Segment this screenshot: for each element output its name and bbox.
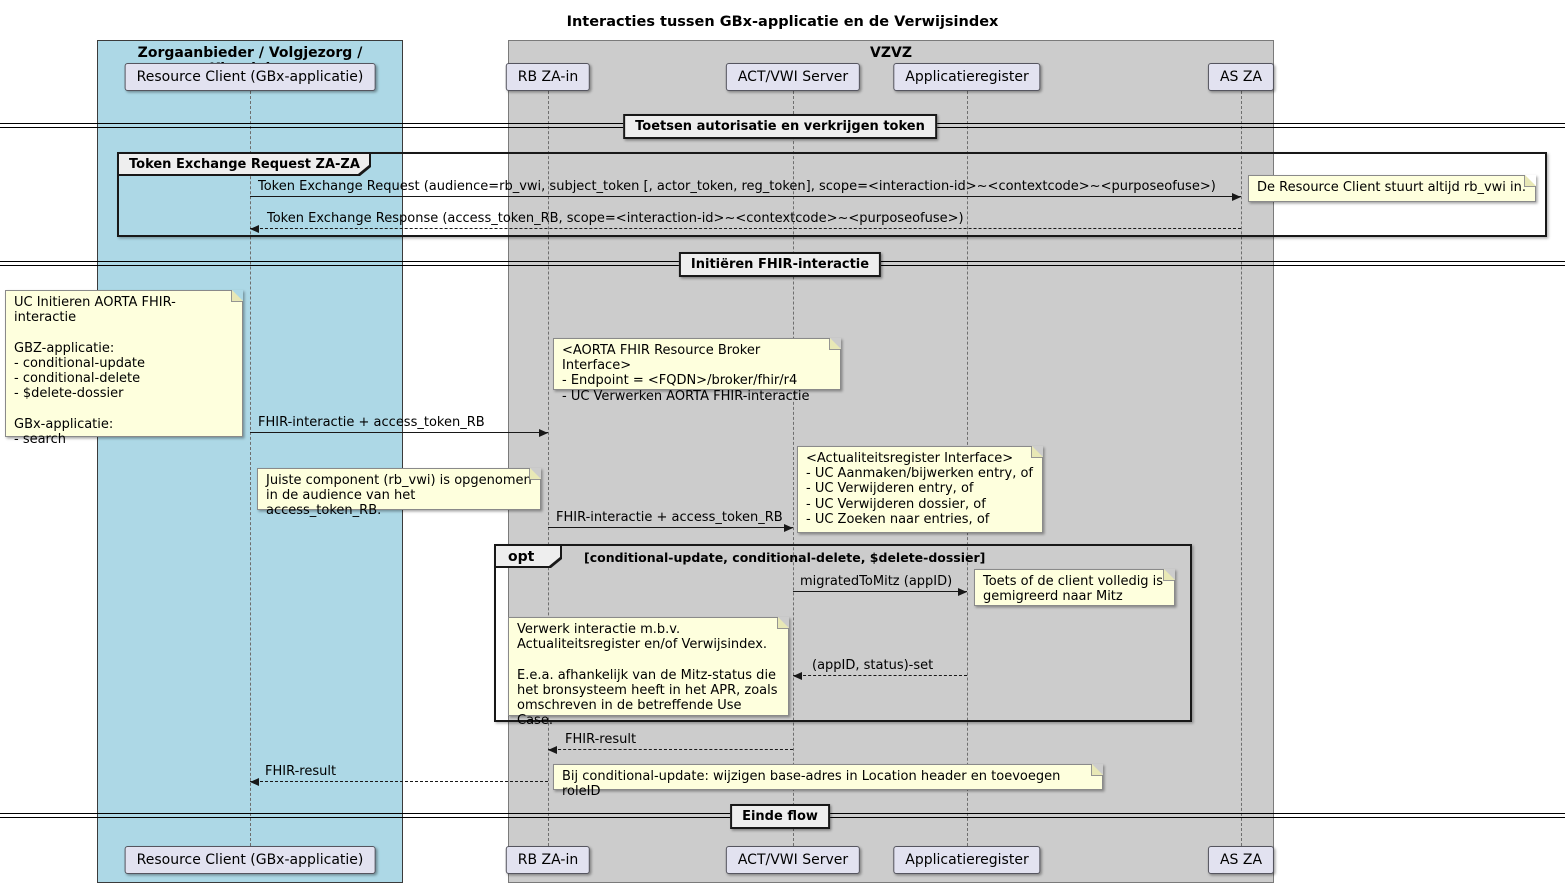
participant-resource-client-bottom: Resource Client (GBx-applicatie) — [124, 846, 376, 874]
note-verwerk-interactie: Verwerk interactie m.b.v. Actualiteitsre… — [508, 617, 789, 728]
actor-group-label: VZVZ — [870, 45, 912, 61]
group-header: Token Exchange Request ZA-ZA — [119, 154, 371, 176]
lifeline-as-za — [1241, 91, 1242, 846]
message-fhir-interactie-1: FHIR-interactie + access_token_RB — [250, 413, 548, 437]
message-fhir-interactie-2: FHIR-interactie + access_token_RB — [548, 508, 793, 532]
note-uc-initieren: UC Initieren AORTA FHIR-interactie GBZ-a… — [5, 290, 243, 447]
message-fhir-result-1: FHIR-result — [548, 730, 793, 754]
participant-resource-client-top: Resource Client (GBx-applicatie) — [124, 63, 376, 91]
message-fhir-result-2: FHIR-result — [250, 762, 548, 786]
arrowhead-left-icon — [548, 746, 557, 754]
participant-as-za-bottom: AS ZA — [1207, 846, 1275, 874]
arrow-line — [793, 591, 967, 592]
participant-rb-za-in-top: RB ZA-in — [505, 63, 591, 91]
arrowhead-right-icon — [539, 429, 548, 437]
arrow-line — [548, 749, 793, 750]
arrowhead-right-icon — [1232, 193, 1241, 201]
message-label: (appID, status)-set — [812, 658, 934, 673]
fragment-keyword: opt — [508, 549, 535, 565]
arrowhead-left-icon — [793, 672, 802, 680]
arrow-line — [250, 432, 548, 433]
lifeline-resource-client — [250, 91, 251, 846]
message-label: Token Exchange Request (audience=rb_vwi,… — [258, 179, 1216, 194]
note-juiste-component: Juiste component (rb_vwi) is opgenomen i… — [257, 468, 541, 518]
arrow-line — [548, 527, 793, 528]
participant-act-vwi-server-top: ACT/VWI Server — [725, 63, 861, 91]
note-rb-vwi: De Resource Client stuurt altijd rb_vwi … — [1248, 175, 1536, 202]
message-token-exchange-response: Token Exchange Response (access_token_RB… — [250, 209, 1241, 233]
note-actualiteitsregister-interface: <Actualiteitsregister Interface> - UC Aa… — [797, 446, 1043, 533]
divider-toetsen-autorisatie: Toetsen autorisatie en verkrijgen token — [623, 114, 937, 139]
fragment-keyword-box: opt — [496, 546, 562, 568]
arrow-line — [793, 675, 967, 676]
participant-applicatieregister-top: Applicatieregister — [893, 63, 1041, 91]
message-label: FHIR-result — [565, 732, 637, 747]
participant-rb-za-in-bottom: RB ZA-in — [505, 846, 591, 874]
diagram-title: Interacties tussen GBx-applicatie en de … — [566, 14, 999, 30]
lifeline-rb-za-in — [548, 91, 549, 846]
message-label: FHIR-result — [265, 764, 337, 779]
message-appid-status-set: (appID, status)-set — [793, 656, 967, 680]
arrowhead-right-icon — [784, 524, 793, 532]
arrow-line — [250, 196, 1241, 197]
note-resource-broker-interface: <AORTA FHIR Resource Broker Interface> -… — [553, 338, 841, 404]
arrowhead-left-icon — [250, 778, 259, 786]
arrow-line — [250, 228, 1241, 229]
divider-einde-flow: Einde flow — [730, 804, 830, 829]
message-label: FHIR-interactie + access_token_RB — [556, 510, 783, 525]
arrow-line — [250, 781, 548, 782]
arrowhead-right-icon — [958, 588, 967, 596]
group-token-exchange: Token Exchange Request ZA-ZA — [117, 152, 1547, 237]
message-migrated-to-mitz: migratedToMitz (appID) — [793, 572, 967, 596]
note-conditional-update: Bij conditional-update: wijzigen base-ad… — [553, 764, 1103, 799]
participant-act-vwi-server-bottom: ACT/VWI Server — [725, 846, 861, 874]
divider-initieren-fhir: Initiëren FHIR-interactie — [678, 252, 882, 277]
fragment-guard: [conditional-update, conditional-delete,… — [584, 550, 986, 565]
participant-applicatieregister-bottom: Applicatieregister — [893, 846, 1041, 874]
message-label: migratedToMitz (appID) — [800, 574, 953, 589]
fragment-opt: opt [conditional-update, conditional-del… — [494, 544, 1192, 722]
note-toets-mitz: Toets of de client volledig is gemigreer… — [974, 569, 1175, 606]
message-token-exchange-request: Token Exchange Request (audience=rb_vwi,… — [250, 177, 1241, 201]
message-label: FHIR-interactie + access_token_RB — [258, 415, 485, 430]
arrowhead-left-icon — [250, 225, 259, 233]
group-header-label: Token Exchange Request ZA-ZA — [129, 157, 360, 172]
lifeline-act-vwi-server — [793, 91, 794, 846]
message-label: Token Exchange Response (access_token_RB… — [267, 211, 964, 226]
participant-as-za-top: AS ZA — [1207, 63, 1275, 91]
